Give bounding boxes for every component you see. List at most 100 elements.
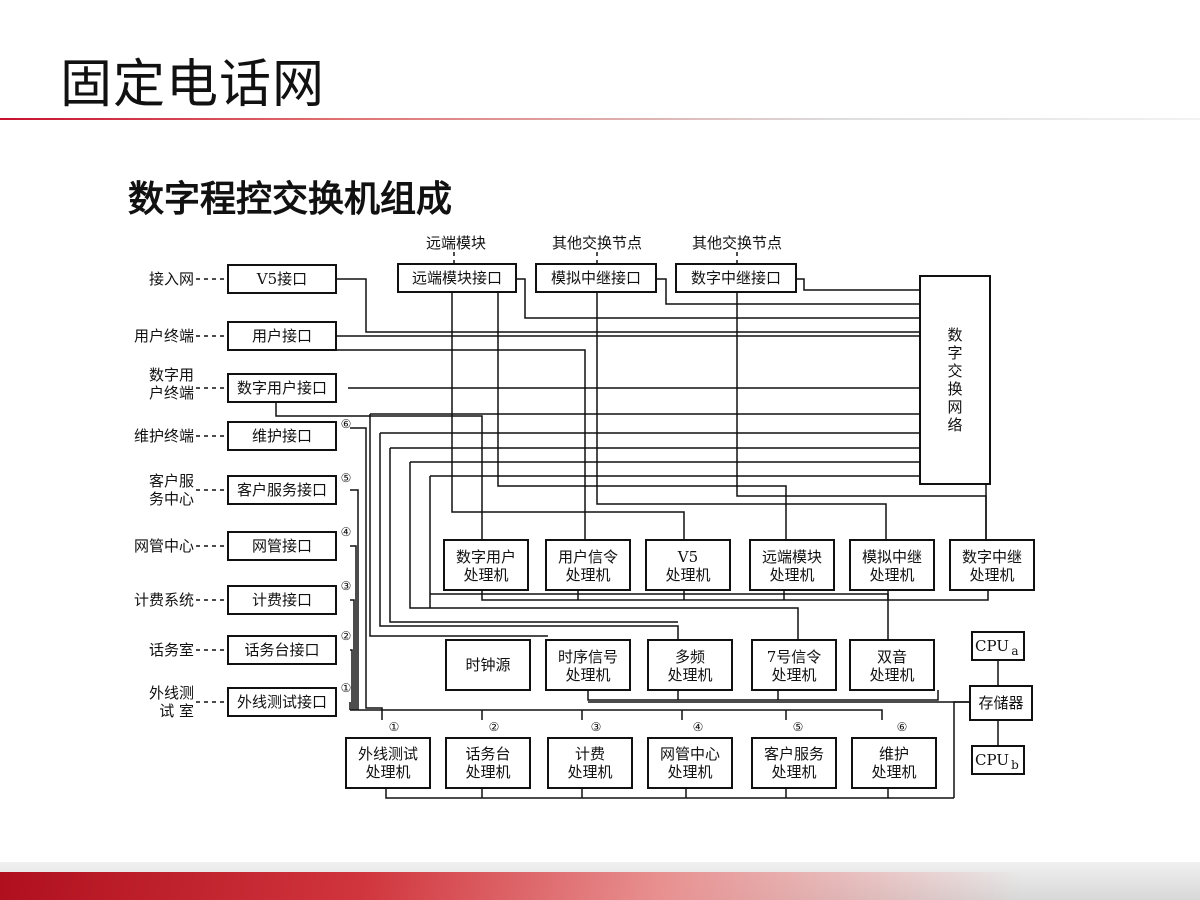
label-user-terminal: 用户终端 [134,327,194,345]
billing-interface: 计费接口 [227,585,337,615]
svg-text:网管中心: 网管中心 [660,745,720,763]
svg-text:数: 数 [947,326,962,344]
svg-text:b: b [1011,758,1019,772]
timing-signal-processor: 时序信号 处理机 [545,639,631,691]
footer-accent [0,872,1200,900]
svg-text:远端模块接口: 远端模块接口 [412,269,502,287]
processor-number-markers: ① ② ③ ④ ⑤ ⑥ [389,720,908,734]
svg-text:时序信号: 时序信号 [558,648,618,666]
interface-number-4: ④ [341,525,352,539]
svg-text:多频: 多频 [675,648,705,666]
interface-number-1: ① [341,681,352,695]
svg-text:外线测试: 外线测试 [358,745,418,763]
operator-processor: 话务台 处理机 [445,737,531,789]
processor-number-1: ① [389,720,400,734]
interface-number-6: ⑥ [341,417,352,431]
svg-text:客户服务接口: 客户服务接口 [237,481,327,499]
svg-text:维护接口: 维护接口 [252,427,312,445]
label-billing-system: 计费系统 [134,591,194,609]
svg-text:计费: 计费 [575,745,605,763]
label-digital-user-terminal-2: 户终端 [149,384,194,402]
svg-text:处理机: 处理机 [667,666,712,684]
svg-text:网管接口: 网管接口 [252,537,312,555]
processors-row-2: 时钟源 时序信号 处理机 多频 处理机 7号信令 处理机 双音 处理机 [445,639,935,691]
svg-text:用户信令: 用户信令 [558,548,618,566]
svg-text:计费接口: 计费接口 [252,591,312,609]
label-line-test-room-1: 外线测 [149,684,194,702]
svg-text:CPU: CPU [975,751,1009,769]
processor-number-6: ⑥ [897,720,908,734]
svg-text:双音: 双音 [877,648,907,666]
svg-text:数字用户接口: 数字用户接口 [237,379,327,397]
svg-text:a: a [1011,644,1018,658]
interface-number-3: ③ [341,579,352,593]
diagram-wires [196,252,999,799]
label-remote-module: 远端模块 [426,234,486,252]
digital-user-processor: 数字用户 处理机 [443,539,529,591]
clock-source: 时钟源 [445,639,531,691]
label-line-test-room-2: 试 室 [159,702,194,720]
left-labels: 接入网 用户终端 数字用 户终端 维护终端 客户服 务中心 网管中心 计费系统 … [134,270,194,720]
label-customer-service-center-2: 务中心 [149,490,194,508]
svg-text:处理机: 处理机 [463,566,508,584]
svg-text:处理机: 处理机 [771,666,816,684]
network-mgmt-interface: 网管接口 [227,531,337,561]
label-operator-room: 话务室 [149,641,194,659]
svg-text:字: 字 [947,344,962,362]
label-maintenance-terminal: 维护终端 [134,427,194,445]
svg-text:处理机: 处理机 [871,763,916,781]
svg-text:远端模块: 远端模块 [762,548,822,566]
digital-trunk-processor: 数字中继 处理机 [949,539,1035,591]
svg-text:换: 换 [947,380,962,398]
processor-number-4: ④ [693,720,704,734]
cpu-memory-block: CPU a 存储器 CPU b [969,631,1033,775]
ss7-signaling-processor: 7号信令 处理机 [751,639,837,691]
v5-processor: V5 处理机 [645,539,731,591]
svg-text:处理机: 处理机 [667,763,712,781]
customer-service-interface: 客户服务接口 [227,475,337,505]
digital-trunk-interface: 数字中继接口 [675,263,797,293]
svg-text:处理机: 处理机 [769,566,814,584]
top-interfaces: 远端模块接口 模拟中继接口 数字中继接口 [397,263,797,293]
svg-text:外线测试接口: 外线测试接口 [237,693,327,711]
svg-text:模拟中继: 模拟中继 [862,548,922,566]
processors-row-3: 外线测试 处理机 话务台 处理机 计费 处理机 网管中心 处理机 客户服务 处理… [345,737,937,789]
operator-interface: 话务台接口 [227,635,337,665]
svg-text:处理机: 处理机 [465,763,510,781]
svg-text:数字中继: 数字中继 [962,548,1022,566]
interface-number-5: ⑤ [341,471,352,485]
svg-text:处理机: 处理机 [665,566,710,584]
svg-text:络: 络 [947,416,962,434]
svg-text:客户服务: 客户服务 [764,745,824,763]
svg-text:网: 网 [947,398,962,416]
interface-number-2: ② [341,629,352,643]
maintenance-processor: 维护 处理机 [851,737,937,789]
analog-trunk-processor: 模拟中继 处理机 [849,539,935,591]
line-test-processor: 外线测试 处理机 [345,737,431,789]
svg-text:模拟中继接口: 模拟中继接口 [551,269,641,287]
svg-text:存储器: 存储器 [978,694,1023,712]
processor-number-2: ② [489,720,500,734]
processor-number-5: ⑤ [793,720,804,734]
memory: 存储器 [969,685,1033,721]
label-digital-user-terminal-1: 数字用 [149,366,194,384]
cpu-b: CPU b [971,745,1025,775]
svg-text:处理机: 处理机 [565,666,610,684]
network-mgmt-processor: 网管中心 处理机 [647,737,733,789]
label-other-node-1: 其他交换节点 [552,234,642,252]
svg-text:处理机: 处理机 [869,566,914,584]
maintenance-interface: 维护接口 [227,421,337,451]
analog-trunk-interface: 模拟中继接口 [535,263,657,293]
svg-text:数字用户: 数字用户 [456,548,516,566]
svg-text:处理机: 处理机 [567,763,612,781]
svg-text:数字中继接口: 数字中继接口 [691,269,781,287]
line-test-interface: 外线测试接口 [227,687,337,717]
v5-interface: V5接口 [227,264,337,294]
label-access-network: 接入网 [149,270,194,288]
svg-text:用户接口: 用户接口 [252,327,312,345]
svg-text:V5: V5 [677,548,698,566]
interface-number-markers: ⑥ ⑤ ④ ③ ② ① [341,417,352,695]
svg-text:处理机: 处理机 [565,566,610,584]
user-signaling-processor: 用户信令 处理机 [545,539,631,591]
processor-number-3: ③ [591,720,602,734]
